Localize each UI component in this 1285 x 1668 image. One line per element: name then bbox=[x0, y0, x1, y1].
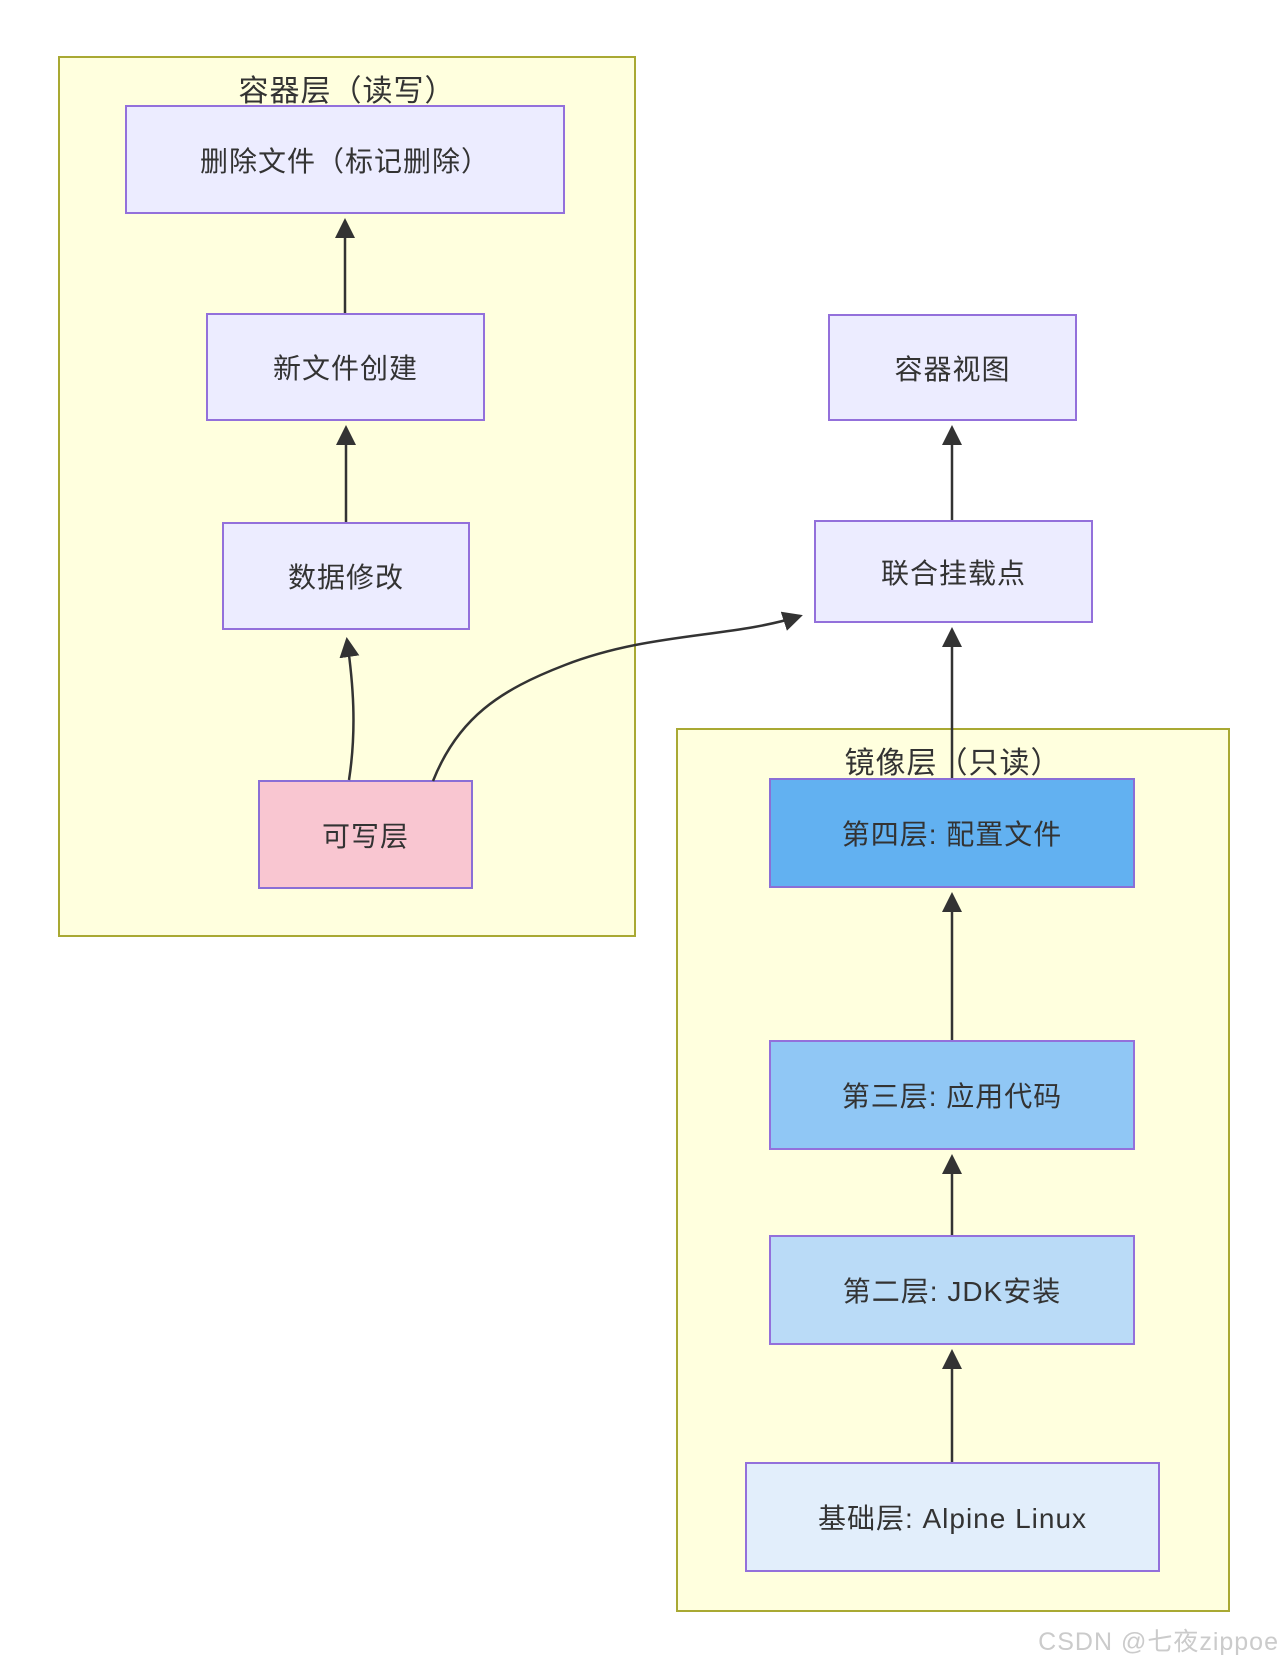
node-layer3-app-code: 第三层: 应用代码 bbox=[769, 1040, 1135, 1150]
node-layer4-config-files: 第四层: 配置文件 bbox=[769, 778, 1135, 888]
node-container-view: 容器视图 bbox=[828, 314, 1077, 421]
node-data-modify: 数据修改 bbox=[222, 522, 470, 630]
csdn-watermark: CSDN @七夜zippoe bbox=[1038, 1628, 1279, 1656]
node-layer2-jdk-install: 第二层: JDK安装 bbox=[769, 1235, 1135, 1345]
subgraph-container-layer-title: 容器层（读写） bbox=[238, 75, 456, 108]
node-delete-file: 删除文件（标记删除） bbox=[125, 105, 565, 214]
node-new-file: 新文件创建 bbox=[206, 313, 485, 421]
node-union-mount-point: 联合挂载点 bbox=[814, 520, 1093, 623]
node-base-layer-alpine: 基础层: Alpine Linux bbox=[745, 1462, 1160, 1572]
subgraph-image-layer-title: 镜像层（只读） bbox=[844, 747, 1062, 780]
node-writable-layer: 可写层 bbox=[258, 780, 473, 889]
